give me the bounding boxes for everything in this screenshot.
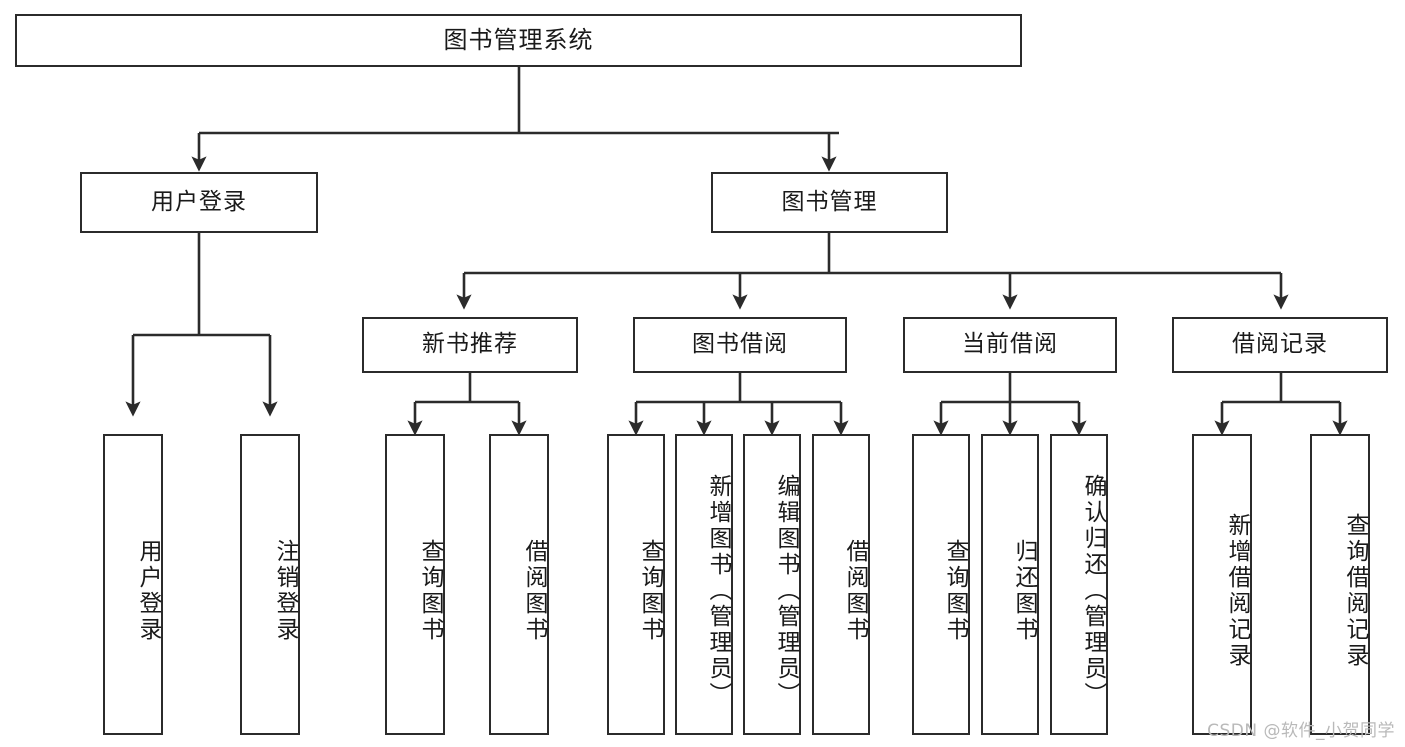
leaf-return-book[interactable]: 归还图书 [981,434,1039,735]
node-user-login-label: 用户登录 [151,188,247,215]
node-book-manage-label: 图书管理 [781,188,878,215]
leaf-query-record-label: 查询借阅记录 [1342,512,1368,669]
node-user-login[interactable]: 用户登录 [80,172,318,233]
node-current-borrow[interactable]: 当前借阅 [903,317,1117,373]
node-new-book-rec-label: 新书推荐 [422,331,518,358]
leaf-user-login-label: 用户登录 [135,538,161,643]
node-current-borrow-label: 当前借阅 [962,331,1058,358]
leaf-borrow-book-1[interactable]: 借阅图书 [489,434,549,735]
leaf-return-book-label: 归还图书 [1011,538,1037,643]
leaf-query-book-2-label: 查询图书 [637,538,663,643]
leaf-borrow-book-2-label: 借阅图书 [842,538,868,643]
node-book-borrow[interactable]: 图书借阅 [633,317,847,373]
node-book-manage[interactable]: 图书管理 [711,172,948,233]
leaf-query-book-1-label: 查询图书 [417,538,443,643]
leaf-query-book-3[interactable]: 查询图书 [912,434,970,735]
leaf-logout-label: 注销登录 [272,538,298,643]
node-root-label: 图书管理系统 [443,26,594,55]
leaf-query-book-3-label: 查询图书 [942,538,968,643]
leaf-add-record-label: 新增借阅记录 [1224,512,1250,669]
leaf-add-book-label: 新增图书（管理员） [705,473,731,708]
node-root-system[interactable]: 图书管理系统 [15,14,1022,67]
leaf-user-login[interactable]: 用户登录 [103,434,163,735]
watermark-text: CSDN @软件_小贺同学 [1207,721,1395,741]
node-borrow-record-label: 借阅记录 [1232,331,1328,358]
leaf-query-book-1[interactable]: 查询图书 [385,434,445,735]
leaf-borrow-book-1-label: 借阅图书 [521,538,547,643]
node-new-book-rec[interactable]: 新书推荐 [362,317,578,373]
leaf-borrow-book-2[interactable]: 借阅图书 [812,434,870,735]
leaf-edit-book-label: 编辑图书（管理员） [773,473,799,708]
node-borrow-record[interactable]: 借阅记录 [1172,317,1388,373]
leaf-confirm-return-label: 确认归还（管理员） [1080,473,1106,708]
leaf-query-record[interactable]: 查询借阅记录 [1310,434,1370,735]
leaf-add-record[interactable]: 新增借阅记录 [1192,434,1252,735]
leaf-query-book-2[interactable]: 查询图书 [607,434,665,735]
leaf-edit-book[interactable]: 编辑图书（管理员） [743,434,801,735]
leaf-add-book[interactable]: 新增图书（管理员） [675,434,733,735]
leaf-confirm-return[interactable]: 确认归还（管理员） [1050,434,1108,735]
node-book-borrow-label: 图书借阅 [692,331,788,358]
leaf-logout[interactable]: 注销登录 [240,434,300,735]
